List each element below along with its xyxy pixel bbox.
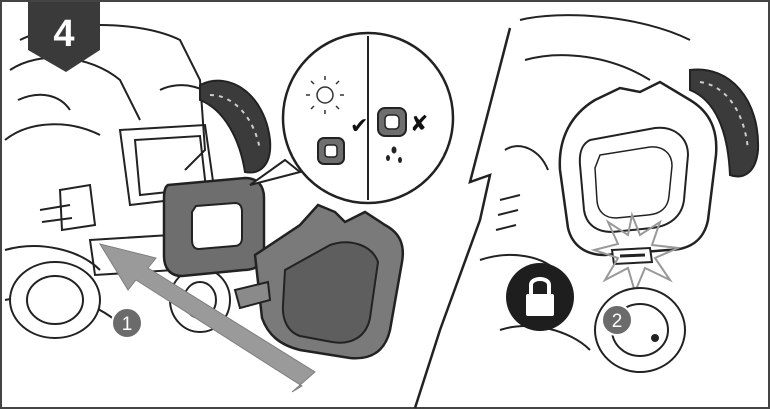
sun-icon (306, 76, 344, 114)
cross-icon: ✘ (410, 112, 428, 137)
check-icon: ✔ (350, 114, 368, 139)
right-panel: 2 (479, 14, 760, 373)
brush-wheel-left (199, 79, 272, 174)
lock-icon (506, 263, 574, 331)
gasket-orientation-inset: ✔ ✘ (249, 31, 455, 205)
step-number: 4 (53, 13, 74, 55)
protective-cover (233, 203, 404, 360)
installed-cover (558, 80, 718, 266)
panel-divider (413, 27, 512, 409)
gasket-correct-icon (317, 137, 345, 165)
gasket (162, 176, 266, 278)
brush-wheel-right (689, 68, 760, 178)
insert-arrow-icon (98, 243, 316, 393)
callout-2: 2 (601, 304, 633, 336)
left-panel: ✔ ✘ 1 4 (4, 2, 455, 393)
callout-1: 1 (111, 307, 143, 339)
callout-2-label: 2 (612, 311, 623, 332)
water-drops-icon (386, 146, 402, 163)
gasket-wrong-icon (377, 107, 407, 137)
callout-1-label: 1 (122, 314, 133, 335)
step-badge: 4 (28, 2, 100, 72)
